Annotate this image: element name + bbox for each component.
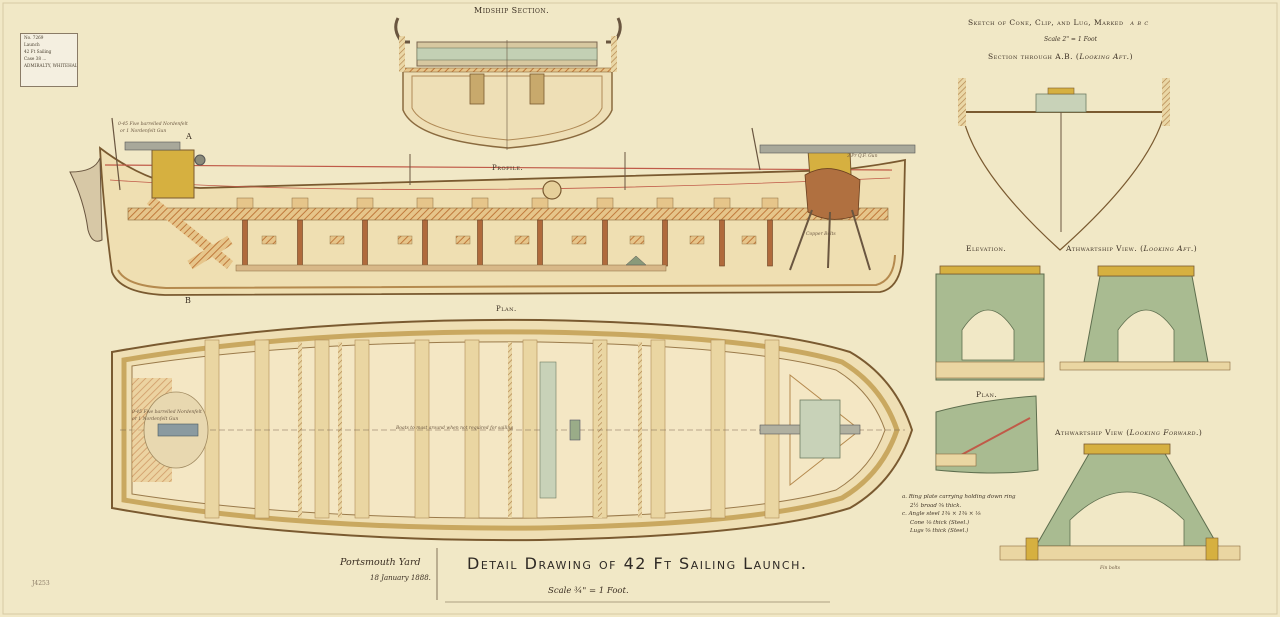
thwart-pillar — [662, 219, 668, 267]
athwart-aft-direction: Looking Aft. — [1143, 244, 1194, 253]
thwart-pillar — [719, 219, 725, 267]
thwart-plank — [522, 339, 538, 519]
thwart-plank — [650, 339, 666, 519]
plan-view — [111, 318, 914, 542]
thwart-head — [713, 197, 731, 209]
thwart-head — [236, 197, 254, 209]
thwart-pillar — [602, 219, 608, 267]
yard-name: Portsmouth Yard — [340, 557, 421, 568]
thwart-plank — [464, 339, 480, 519]
thwart-pillar — [537, 219, 543, 267]
sketch-marks: a b c — [1130, 18, 1149, 27]
section-mark-b: B — [185, 296, 191, 305]
specification-notes: a. Ring plate carrying holding down ring… — [902, 493, 1016, 536]
gun-note-forward-alt: or 1 Nordenfelt Gun — [120, 129, 167, 134]
thwart-plank — [710, 339, 726, 519]
stamp-row: 42 Ft Sailing — [24, 49, 52, 54]
gun-note-forward: 0·45 Five barrelled Nordenfelt — [118, 122, 188, 127]
sketch-title-text: Sketch of Cone, Clip, and Lug, Marked — [968, 18, 1124, 27]
thwart-plank — [354, 339, 370, 519]
note-line: Lugs ⅝ thick (Steel.) — [910, 528, 969, 534]
plan-center-note: Boats to mast around when not required f… — [396, 426, 514, 431]
elevation-label: Elevation. — [966, 244, 1007, 253]
hatched-panel — [741, 235, 757, 245]
section-mark-a: A — [186, 132, 192, 141]
hatched-panel — [455, 235, 471, 245]
hatched-panel — [571, 235, 587, 245]
hatched-panel — [261, 235, 277, 245]
thwart-plank — [254, 339, 270, 519]
note-line: c. Angle steel 1⅜ × 1⅜ × ⅛ — [902, 511, 981, 517]
thwart-pillar — [477, 219, 483, 267]
stamp-row: Case 38 ... — [24, 56, 47, 61]
section-ab-view — [958, 78, 1170, 251]
hatched-panel — [689, 235, 705, 245]
athwartship-forward-view — [999, 443, 1241, 561]
drawing-title: Detail Drawing of 42 Ft Sailing Launch. — [467, 554, 808, 573]
elevation-view — [935, 265, 1045, 381]
margin-reference: J4253 — [32, 580, 50, 587]
section-ab-text: Section through A.B. — [988, 52, 1073, 61]
detail-scale-note: Scale 2" = 1 Foot — [1044, 36, 1098, 43]
athwart-fwd-direction: Looking Forward. — [1129, 428, 1199, 437]
plan-label: Plan. — [496, 305, 517, 313]
thwart-head — [291, 197, 309, 209]
thwart-head — [471, 197, 489, 209]
stamp-row: ADMIRALTY, WHITEHALL — [24, 63, 77, 68]
athwart-aft-text: Athwartship View. — [1066, 244, 1138, 253]
hatched-panel — [629, 235, 645, 245]
stretcher-rope — [638, 342, 642, 518]
thwart-pillar — [242, 219, 248, 267]
athwartship-aft-view — [1059, 265, 1231, 371]
thwart-head — [356, 197, 374, 209]
section-ab-direction: Looking Aft. — [1079, 52, 1130, 61]
hatched-panel — [329, 235, 345, 245]
lug-plan-view — [935, 395, 1039, 474]
drawing-date: 18 January 1888. — [370, 574, 431, 582]
note-line: Cone ⅛ thick (Steel.) — [910, 519, 970, 526]
thwart-pillar — [362, 219, 368, 267]
midship-section-view — [394, 17, 622, 150]
lug-plan-label: Plan. — [976, 390, 998, 399]
admiralty-stamp: No. 7269 Launch 42 Ft Sailing Case 38 ..… — [20, 33, 78, 87]
drawing-scale: Scale ¾" = 1 Foot. — [548, 586, 629, 596]
profile-label: Profile. — [492, 164, 524, 172]
gun-note-aft: 3 Pr Q.F. Gun — [847, 154, 878, 159]
thwart-pillar — [422, 219, 428, 267]
midship-section-label: Midship Section. — [474, 6, 550, 15]
profile-view — [69, 117, 916, 296]
section-ab-label: Section through A.B. (Looking Aft.) — [988, 52, 1133, 61]
athwart-fwd-label: Athwartship View (Looking Forward.) — [1055, 428, 1203, 437]
note-line: a. Ring plate carrying holding down ring — [902, 494, 1016, 500]
copper-bolts-note: Copper Bolts — [806, 232, 836, 237]
thwart-plank — [314, 339, 330, 519]
stamp-row: No. 7269 — [24, 35, 44, 40]
thwart-pillar — [297, 219, 303, 267]
plan-gun-note: 0·45 Five barrelled Nordenfelt — [132, 410, 202, 415]
thwart-head — [656, 197, 674, 209]
thwart-head — [761, 197, 779, 209]
thwart-head — [416, 197, 434, 209]
athwart-aft-label: Athwartship View. (Looking Aft.) — [1066, 244, 1198, 253]
thwart-head — [531, 197, 549, 209]
thwart-pillar — [767, 219, 773, 267]
sketch-title: Sketch of Cone, Clip, and Lug, Marked a … — [968, 18, 1149, 27]
hatched-panel — [397, 235, 413, 245]
plan-gun-note-alt: or 1 Nordenfelt Gun — [132, 417, 179, 422]
thwart-head — [596, 197, 614, 209]
thwart-plank — [414, 339, 430, 519]
hatched-panel — [514, 235, 530, 245]
stamp-row: Launch — [24, 42, 40, 47]
fin-bolts-note: Fin bolts — [1100, 566, 1121, 571]
hatched-panels — [261, 235, 757, 245]
athwart-fwd-text: Athwartship View — [1055, 428, 1124, 437]
note-line: 2½ broad ⅝ thick. — [910, 502, 962, 509]
